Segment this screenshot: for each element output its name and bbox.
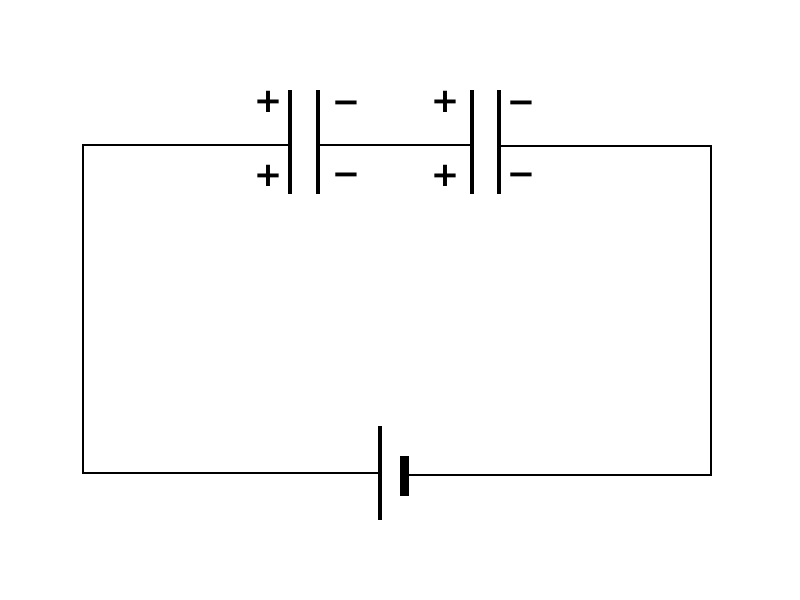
wire-right <box>408 145 712 476</box>
battery <box>378 426 409 520</box>
plus-sign: + <box>431 155 460 195</box>
minus-sign: − <box>507 154 536 194</box>
battery-short-plate <box>400 456 409 496</box>
wires <box>82 144 712 476</box>
minus-sign: − <box>332 82 361 122</box>
plus-sign: + <box>254 81 283 121</box>
minus-sign: − <box>332 154 361 194</box>
plus-sign: + <box>254 155 283 195</box>
plus-sign: + <box>431 81 460 121</box>
capacitor-2: + + − − <box>431 81 536 195</box>
minus-sign: − <box>507 82 536 122</box>
capacitor-1: + + − − <box>254 81 361 195</box>
wire-left <box>82 144 379 474</box>
